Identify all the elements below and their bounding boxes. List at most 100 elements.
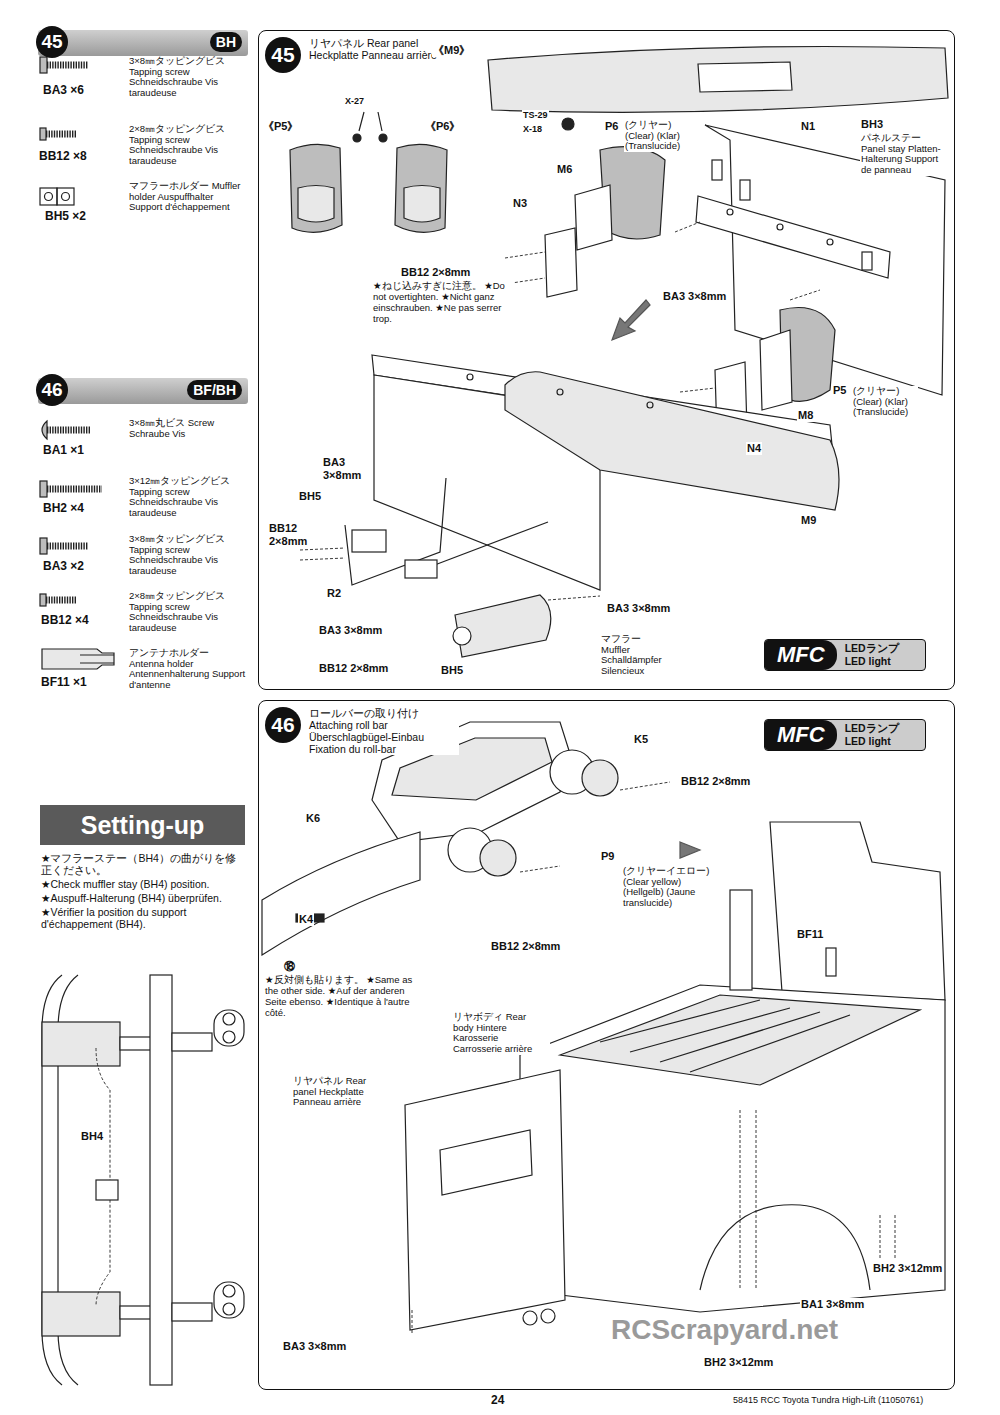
parts-header-bar: 45BH: [38, 30, 248, 56]
callout-number: BB12 2×8mm: [318, 662, 389, 675]
muffler-holder-r2: [405, 560, 437, 578]
screw-thread: [47, 62, 88, 69]
antenna-holder: [42, 649, 114, 669]
bracket-n3: [545, 228, 577, 297]
holder-hole: [45, 193, 53, 201]
paint-mark: [353, 134, 361, 142]
note: ★マフラーステー（BH4）の曲がりを修正ください。: [40, 852, 246, 876]
bumper-shell-m9: [505, 372, 839, 510]
frame-rail: [150, 975, 172, 1385]
rear-body: [520, 985, 945, 1312]
footer-text: 58415 RCC Toyota Tundra High-Lift (11050…: [732, 1395, 924, 1405]
muffler-tip: [541, 1309, 555, 1323]
callout-number: BF11: [796, 928, 824, 941]
callout-number: K6: [305, 812, 321, 825]
callout-number: P9: [600, 850, 615, 863]
rail-hole: [647, 402, 653, 408]
callout-number: M8: [797, 409, 814, 422]
screw-thread: [46, 131, 76, 138]
part-description: リヤパネル Rear panel Heckplatte Panneau arri…: [292, 1076, 380, 1108]
mount-pad: [214, 1010, 244, 1046]
callout-number: N1: [800, 120, 816, 133]
muffler-stay-wire: [432, 522, 548, 566]
paint-mark: [562, 118, 574, 130]
part-description: マフラー Muffler Schalldämpfer Silencieux: [600, 634, 666, 677]
stay-hole: [777, 224, 783, 230]
step-number: 45: [36, 26, 68, 58]
callout-number: BA3 3×8mm: [606, 602, 671, 615]
callout-number: N4: [746, 442, 762, 455]
part-description: 3×12㎜タッピングビス Tapping screw Schneidschrau…: [128, 476, 248, 519]
callout-number: BA3 3×8mm: [662, 290, 727, 303]
part-code: BB12 ×4: [40, 614, 90, 628]
tail-lamp-p5: [290, 144, 342, 232]
stay-hole: [827, 239, 833, 245]
plate-recess: [698, 62, 792, 92]
callout-number: M9: [800, 514, 817, 527]
callout-number: K5: [633, 733, 649, 746]
screw-head: [40, 594, 46, 606]
callout-number: 《P6》: [424, 120, 461, 133]
stay-rod: [120, 1037, 152, 1050]
screw-head: [40, 481, 47, 497]
screw-guide: [300, 548, 600, 600]
step-number: 46: [36, 374, 68, 406]
section-banner: Setting-up: [40, 805, 245, 845]
step-title: ロールバーの取り付け Attaching roll bar Überschlag…: [309, 707, 459, 755]
part-description: 3×8㎜丸ビス Screw Schraube Vis: [128, 418, 248, 439]
lens-p9: [582, 760, 618, 796]
direction-arrow: [680, 842, 700, 858]
callout-number: ⑱: [283, 960, 296, 973]
callout-number: BB12 2×8mm: [680, 775, 751, 788]
callout-number: P5: [832, 384, 847, 397]
screw-head: [42, 421, 47, 439]
direction-arrow: [612, 300, 650, 340]
part-description: 3×8㎜タッピングビス Tapping screw Schneidschraub…: [128, 56, 248, 99]
callout-number: BA3 3×8mm: [282, 1340, 347, 1353]
lamp-lens: [404, 186, 440, 223]
screw-head: [40, 57, 47, 73]
screw-head: [40, 538, 47, 554]
callout-number: BA3 3×8mm: [318, 624, 383, 637]
part-description: 3×8㎜タッピングビス Tapping screw Schneidschraub…: [128, 534, 248, 577]
mount-hole: [223, 1303, 235, 1315]
panel-post: [712, 160, 722, 180]
callout-number: BA3 3×8mm: [322, 456, 368, 481]
bag-code: BH: [210, 32, 242, 52]
callout-number: BB12 2×8mm: [490, 940, 561, 953]
muffler-stay-bh4: [96, 1048, 110, 1306]
callout-number: TS-29: [522, 110, 549, 120]
part-code: BH2 ×4: [42, 502, 85, 516]
note: ★反対側も貼ります。 ★Same as the other side. ★Auf…: [264, 975, 416, 1019]
part-code: BA3 ×6: [42, 84, 85, 98]
mount-hole: [223, 1013, 235, 1025]
screw-thread: [47, 486, 102, 493]
badge-logo: MFC: [765, 720, 837, 750]
step-number: 46: [265, 707, 301, 743]
callout-number: N3: [512, 197, 528, 210]
rear-bumper-m9: [488, 47, 948, 113]
part-description: 2×8㎜タッピングビス Tapping screw Schneidschraub…: [128, 124, 248, 167]
wheel-arch: [700, 1205, 870, 1290]
muffler-holder: [40, 188, 57, 205]
frame-mount: [172, 1303, 212, 1321]
screw-head: [40, 128, 46, 140]
part-description: 2×8㎜タッピングビス Tapping screw Schneidschraub…: [128, 591, 248, 634]
screw-thread: [47, 427, 90, 434]
callout-number: 《P5》: [262, 120, 299, 133]
part-description: マフラーホルダー Muffler holder Auspuffhalter Su…: [128, 181, 248, 213]
part-code: BA1 ×1: [42, 444, 85, 458]
bed-rib: [600, 1000, 850, 1072]
callout-number: P6: [604, 120, 619, 133]
note-block: ★マフラーステー（BH4）の曲がりを修正ください。★Check muffler …: [40, 852, 246, 932]
mount-hole: [223, 1285, 235, 1297]
frame-mount: [172, 1033, 212, 1051]
part-code: BB12 ×8: [38, 150, 88, 164]
callout-number: BH2 3×12mm: [872, 1262, 943, 1275]
screw-guide: [505, 222, 820, 300]
callout-number: BH5: [298, 490, 322, 503]
center-block: [96, 1180, 118, 1200]
mount-pad: [214, 1282, 244, 1318]
part-description: アンテナホルダー Antenna holder Antennenhalterun…: [128, 648, 248, 691]
stay-rod: [120, 1306, 152, 1319]
